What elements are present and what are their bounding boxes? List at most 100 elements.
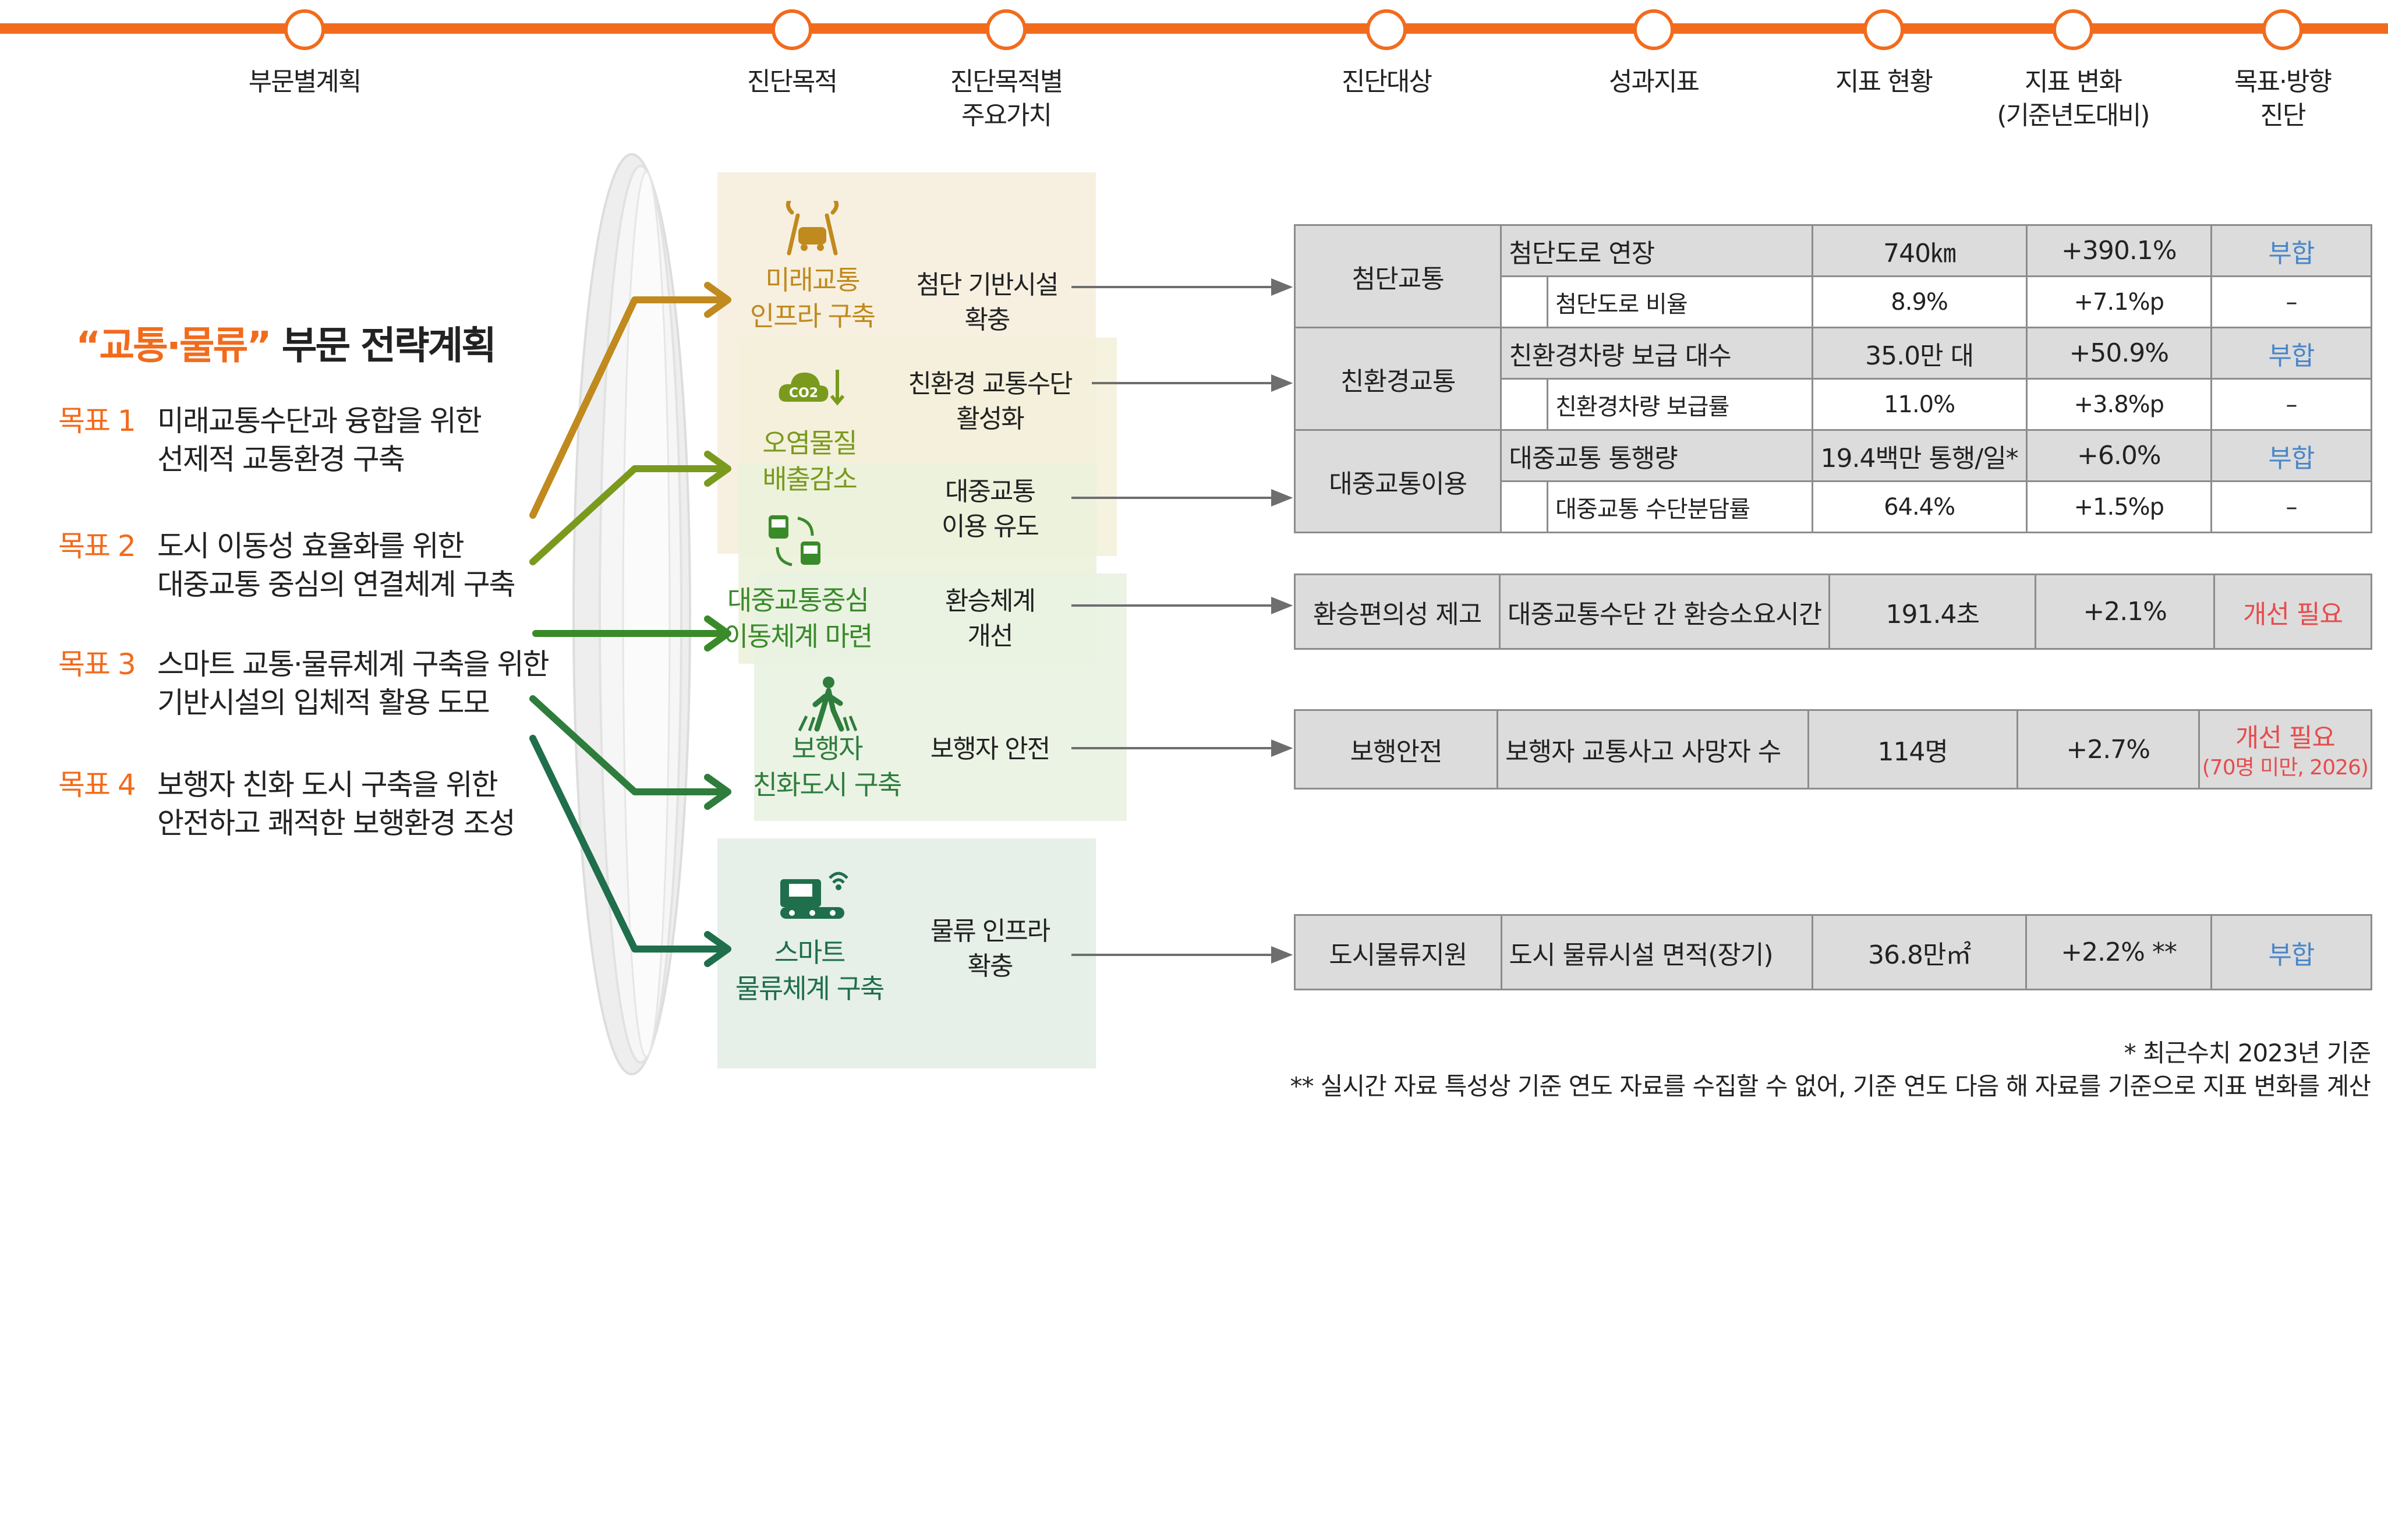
table-row: 첨단교통 첨단도로 연장 740㎞ +390.1% 부합 [1293,224,2372,328]
table-row: 친환경교통 친환경차량 보급 대수 35.0만 대 +50.9% 부합 [1293,327,2372,431]
timeline-label-purpose: 진단목적 [747,67,838,97]
indicator-cell: 친환경차량 보급 대수 [1500,327,1813,380]
goal-text: 스마트 교통·물류체계 구축을 위한 기반시설의 입체적 활용 도모 [157,647,550,720]
change-cell: +7.1%p [2025,275,2213,328]
category-name: 스마트 물류체계 구축 [735,937,885,1004]
timeline-node [1863,9,1904,50]
current-cell: 11.0% [1811,378,2028,431]
goal-tag: 목표 2 [58,529,136,563]
indicator-cell: 대중교통 통행량 [1500,429,1813,482]
value-label: 친환경 교통수단 활성화 [908,369,1073,434]
indicator-table-4: 도시물류지원 도시 물류시설 면적(장기) 36.8만㎡ +2.2% ** 부합 [1294,914,2373,990]
goal-tag: 목표 1 [58,404,136,438]
current-cell: 35.0만 대 [1811,327,2028,380]
current-cell: 19.4백만 통행/일* [1811,429,2028,482]
change-cell: +50.9% [2025,327,2213,380]
table-row: 첨단도로 비율 8.9% +7.1%p – [1295,275,2372,328]
result-cell: 개선 필요 (70명 미만, 2026) [2198,709,2373,790]
goal-tag: 목표 3 [58,647,136,681]
current-cell: 740㎞ [1811,224,2028,277]
indicator-cell: 친환경차량 보급률 [1547,378,1813,431]
target-cell: 보행안전 [1293,709,1499,790]
change-cell: +1.5%p [2025,480,2213,533]
timeline-node [1633,9,1674,50]
goal-text: 보행자 친화 도시 구축을 위한 안전하고 쾌적한 보행환경 조성 [157,768,516,840]
current-cell: 191.4초 [1828,573,2037,650]
indicator-cell: 첨단도로 연장 [1500,224,1813,277]
current-cell: 64.4% [1811,480,2028,533]
table-row: 도시물류지원 도시 물류시설 면적(장기) 36.8만㎡ +2.2% ** 부합 [1294,914,2373,990]
indicator-cell: 도시 물류시설 면적(장기) [1500,914,1814,990]
category-box-pedestrian [754,573,1127,821]
pedestrian-icon [798,677,858,732]
change-cell: +3.8%p [2025,378,2213,431]
timeline-line [0,23,2388,34]
table-row: 대중교통 수단분담률 64.4% +1.5%p – [1295,480,2372,533]
indent-cell [1500,480,1549,533]
target-cell: 친환경교통 [1293,327,1502,431]
co2-icon: CO2 [779,370,844,406]
footnote-2: ** 실시간 자료 특성상 기준 연도 자료를 수집할 수 없어, 기준 연도 … [1290,1072,2371,1100]
value-label: 물류 인프라 확충 [930,916,1050,981]
strategy-title: “교통·물류” 부문 전략계획 [76,323,497,368]
category-name: 미래교통 인프라 구축 [749,264,876,332]
target-cell: 첨단교통 [1293,224,1502,328]
timeline-label-status: 지표 현황 [1835,67,1933,97]
timeline-label-indicator: 성과지표 [1609,67,1700,97]
change-cell: +6.0% [2025,429,2213,482]
result-main: 개선 필요 [2235,723,2336,753]
result-cell: – [2210,480,2372,533]
value-label: 첨단 기반시설 확충 [916,270,1059,335]
table-row: 보행안전 보행자 교통사고 사망자 수 114명 +2.7% 개선 필요 (70… [1293,709,2373,790]
category-box-logistics [717,838,1096,1068]
table-row: 환승편의성 제고 대중교통수단 간 환승소요시간 191.4초 +2.1% 개선… [1293,573,2373,650]
timeline-node [2262,9,2303,50]
goal-tag: 목표 4 [58,768,136,802]
footnote-1: * 최근수치 2023년 기준 [2124,1039,2371,1067]
target-cell: 환승편의성 제고 [1293,573,1501,650]
timeline-label-plan: 부문별계획 [248,67,362,97]
timeline-label-change: 지표 변화 (기준년도대비) [1997,67,2150,130]
value-arrows [1071,278,1293,964]
timeline-label-diagnosis: 목표·방향 진단 [2234,67,2332,130]
lens-shape [572,153,691,1075]
target-cell: 도시물류지원 [1294,914,1502,990]
goal-arrows [529,282,731,967]
logistics-icon [780,872,848,919]
change-cell: +2.7% [2016,709,2200,790]
change-cell: +2.2% ** [2025,914,2212,990]
result-cell: 부합 [2210,429,2372,482]
result-cell: 부합 [2210,224,2372,277]
value-label: 보행자 안전 [930,734,1050,764]
category-name: 대중교통중심 이동체계 마련 [723,585,873,652]
bus-transfer-icon [769,515,820,567]
result-cell: – [2210,378,2372,431]
target-cell: 대중교통이용 [1293,429,1502,533]
goal-text: 도시 이동성 효율화를 위한 대중교통 중심의 연결체계 구축 [157,529,516,601]
indicator-table-2: 환승편의성 제고 대중교통수단 간 환승소요시간 191.4초 +2.1% 개선… [1293,573,2373,650]
table-row: 대중교통이용 대중교통 통행량 19.4백만 통행/일* +6.0% 부합 [1293,429,2372,533]
result-sub: (70명 미만, 2026) [2202,756,2369,780]
current-cell: 36.8만㎡ [1812,914,2028,990]
title-key: 교통·물류 [99,323,248,368]
indicator-cell: 대중교통수단 간 환승소요시간 [1499,573,1831,650]
indicator-table-1: 첨단교통 첨단도로 연장 740㎞ +390.1% 부합 첨단도로 비율 8.9… [1293,224,2372,533]
indicator-cell: 대중교통 수단분담률 [1547,480,1813,533]
timeline-label-target: 진단대상 [1342,67,1432,97]
current-cell: 8.9% [1811,275,2028,328]
result-cell: 부합 [2210,327,2372,380]
table-row: 친환경차량 보급률 11.0% +3.8%p – [1295,378,2372,431]
change-cell: +390.1% [2025,224,2213,277]
timeline-label-value: 진단목적별 주요가치 [950,67,1063,130]
timeline-node [284,9,325,50]
svg-text:CO2: CO2 [789,386,818,401]
change-cell: +2.1% [2035,573,2215,650]
goal-text: 미래교통수단과 융합을 위한 선제적 교통환경 구축 [157,404,482,476]
timeline-node [986,9,1027,50]
timeline-node [772,9,812,50]
result-cell: 부합 [2210,914,2373,990]
result-cell: 개선 필요 [2213,573,2373,650]
indicator-cell: 첨단도로 비율 [1547,275,1813,328]
indent-cell [1500,275,1549,328]
indent-cell [1500,378,1549,431]
